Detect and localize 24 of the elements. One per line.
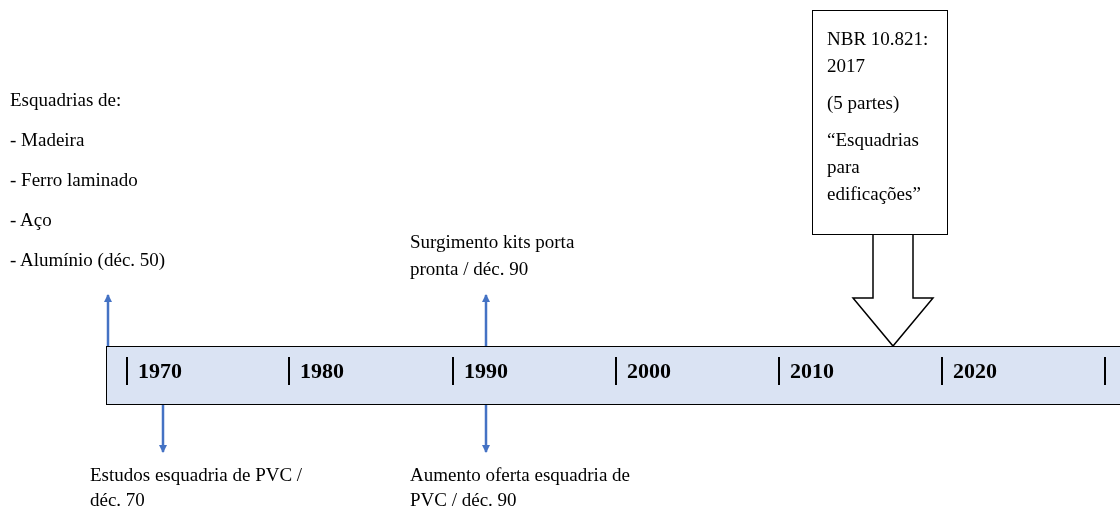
callout-box [812,10,948,235]
year-label: 2000 [627,357,671,385]
callout-text: “Esquadrias para edificações” [827,128,922,206]
arrow [482,405,490,453]
year-label: 1980 [300,357,344,385]
callout-text: NBR 10.821: 2017 [827,27,930,78]
year-label: 1990 [464,357,508,385]
arrow [104,294,112,346]
list-item: Esquadrias de: [10,88,123,111]
arrow [159,405,167,453]
year-label: 2020 [953,357,997,385]
arrow [482,294,490,346]
list-item: - Madeira [10,128,86,151]
block-arrow [851,234,935,348]
timeline-bar [106,346,1120,405]
event-text: Estudos esquadria de PVC / déc. 70 [90,463,304,512]
event-text: Surgimento kits porta pronta / déc. 90 [410,230,576,281]
year-label: 2010 [790,357,834,385]
list-item: - Alumínio (déc. 50) [10,248,167,271]
year-label: 1970 [138,357,182,385]
callout-text: (5 partes) [827,91,901,115]
event-text: Aumento oferta esquadria de PVC / déc. 90 [410,463,631,512]
list-item: - Ferro laminado [10,168,139,191]
list-item: - Aço [10,208,53,231]
